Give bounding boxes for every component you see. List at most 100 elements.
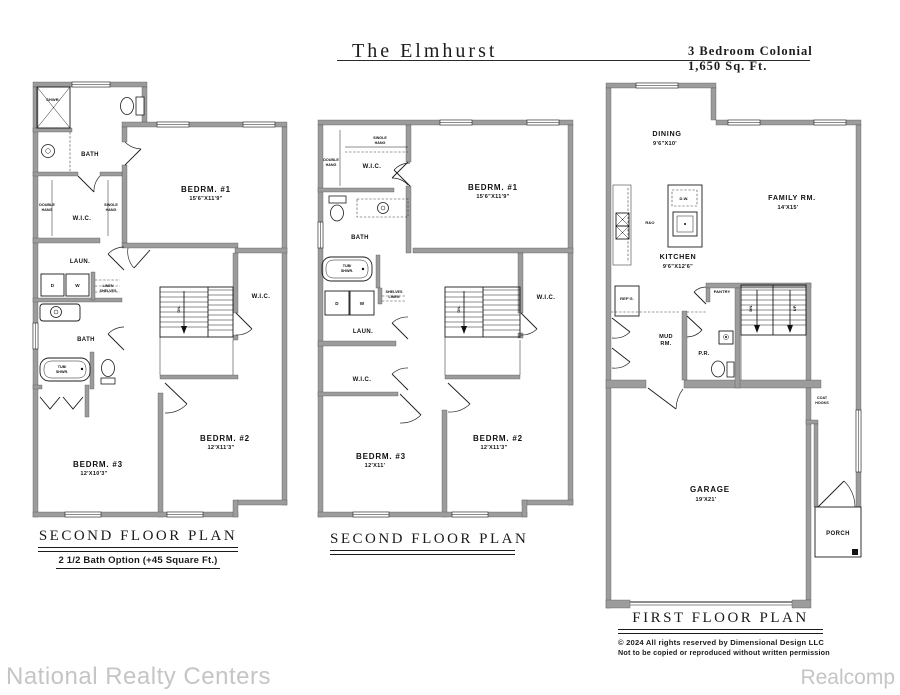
plan-c-island [667,184,703,248]
bedrm1-dim: 15'6"X11'9" [189,196,222,202]
linen-label-2: SHELVES [100,289,117,293]
range-label: R&O [645,220,654,225]
garage-dim: 19'X21' [696,497,717,503]
single-hang-label-2: HANG [106,208,117,212]
wic-left-label: W.I.C. [353,377,372,383]
double-hang-label-2: HANG [326,163,337,167]
mud-room-label-1: MUD [659,334,673,340]
plan-c-powder-room-fixtures [711,330,735,378]
bedrm2-dim: 12'X11'3" [481,445,508,451]
kitchen-label: KITCHEN [660,252,697,261]
plan-c-walls [605,82,862,609]
plan-c-doors [611,286,856,508]
tub-label-1: TUB/ [343,264,352,268]
bedrm3-dim: 12'X11' [365,463,386,469]
plan-a-caption-text: SECOND FLOOR PLAN [38,528,238,544]
pantry-label: PANTRY [714,289,731,294]
single-hang-label-2: HANG [375,141,386,145]
garage-label: GARAGE [690,485,730,494]
bedrm1-dim: 15'6"X11'9" [476,194,509,200]
plan-b-closet-fittings [339,130,408,186]
tub-label-2: SHWR. [56,370,68,374]
plan-a-subcaption: 2 1/2 Bath Option (+45 Square Ft.) [58,555,218,566]
plan-c-stairs [740,284,807,380]
powder-room-label: P.R. [698,351,710,357]
bath-upper-label: BATH [81,152,99,158]
coat-hooks-label-2: HOOKS [815,401,829,405]
bedrm1-label: BEDRM. #1 [181,185,231,194]
bath-label: BATH [351,235,369,241]
kitchen-dim: 9'6"X12'6" [663,264,693,270]
second-floor-plan-option-drawing: SHWR. BATH DOUBLE HANG SINGLE HANG W.I.C… [32,81,288,518]
laun-label: LAUN. [353,329,373,335]
double-hang-label-2: HANG [42,208,53,212]
family-label: FAMILY RM. [768,193,816,202]
linen-label-1: LINEN [102,284,113,288]
first-floor-plan-drawing: DINING 9'6"X10' FAMILY RM. 14'X15' D.W. … [605,82,862,609]
plan-a-windows [32,81,276,518]
up-label: UP. [792,305,797,311]
dishwasher-label: D.W. [679,196,688,201]
plan-a-sink-upper [41,132,71,172]
single-hang-label-1: SINGLE [373,136,387,140]
title-underline [337,60,810,62]
bedrm2-label: BEDRM. #2 [200,434,250,443]
plan-c-windows [635,82,862,473]
plan-b-doors [391,161,538,424]
plan-c-caption: FIRST FLOOR PLAN © 2024 All rights reser… [618,610,830,657]
plan-a-bifold-doors [39,396,84,410]
plan-b-sink [356,198,409,218]
shelves-label-2: LINEN [388,295,399,299]
dining-dim: 9'6"X10' [653,141,677,147]
plan-b-washer-dryer [324,290,375,316]
copyright-line-2: Not to be copied or reproduced without w… [618,648,830,657]
plan-c-caption-rule [618,629,823,634]
plan-a-subcaption-rule [56,568,220,569]
double-hang-label-1: DOUBLE [323,158,339,162]
plan-b-caption: SECOND FLOOR PLAN [330,531,529,555]
plan-a-labels: SHWR. BATH DOUBLE HANG SINGLE HANG W.I.C… [39,97,270,477]
laun-label: LAUN. [70,259,90,265]
porch-label: PORCH [826,531,850,537]
plan-a-shower-stall [36,86,71,129]
plan-b-tub [321,256,373,282]
single-hang-label-1: SINGLE [104,203,118,207]
plan-c-garage-door [630,601,792,606]
plan-b-windows [317,119,560,518]
bedrm3-dim: 12'X10'3" [80,471,107,477]
mud-room-label-2: RM. [660,341,671,347]
bedrm2-dim: 12'X11'3" [208,445,235,451]
plan-c-porch [814,506,862,558]
plan-a-stairs [159,286,234,375]
bath-lower-label: BATH [77,337,95,343]
bedrm1-label: BEDRM. #1 [468,183,518,192]
plan-c-labels: DINING 9'6"X10' FAMILY RM. 14'X15' D.W. … [620,129,850,537]
second-floor-plan-drawing: SINGLE HANG DOUBLE HANG W.I.C. BATH BEDR… [317,119,574,518]
plan-a-toilet-lower [100,359,116,385]
wic-right-label: W.I.C. [537,295,556,301]
plan-b-caption-text: SECOND FLOOR PLAN [330,531,529,547]
plan-a-sink-lower [39,303,81,322]
coat-hooks-label-1: COAT [817,396,828,400]
plan-c-range [615,212,630,240]
plan-a-toilet-upper [120,96,145,116]
plan-c-caption-text: FIRST FLOOR PLAN [632,610,809,626]
refrigerator-label: REF'G. [620,296,634,301]
plan-a-washer-dryer [40,273,90,297]
bedrm2-label: BEDRM. #2 [473,434,523,443]
watermark-national-realty-centers: National Realty Centers [6,663,271,690]
plan-b-toilet [328,195,347,222]
shelves-label-1: SHELVES [386,290,403,294]
wic-upper-label: W.I.C. [363,164,382,170]
dining-label: DINING [652,129,681,138]
shwr-label: SHWR. [46,97,60,102]
plan-b-stairs [444,286,521,375]
wic-upper-label: W.I.C. [73,216,92,222]
plan-a-tub [39,357,91,382]
bedrm3-label: BEDRM. #3 [73,460,123,469]
plan-a-caption: SECOND FLOOR PLAN 2 1/2 Bath Option (+45… [38,528,238,569]
spec-bedrooms: 3 Bedroom Colonial [688,44,813,58]
page-title: The Elmhurst [352,40,498,62]
plan-a-closet-rods [51,180,109,236]
tub-label-1: TUB/ [58,365,67,369]
